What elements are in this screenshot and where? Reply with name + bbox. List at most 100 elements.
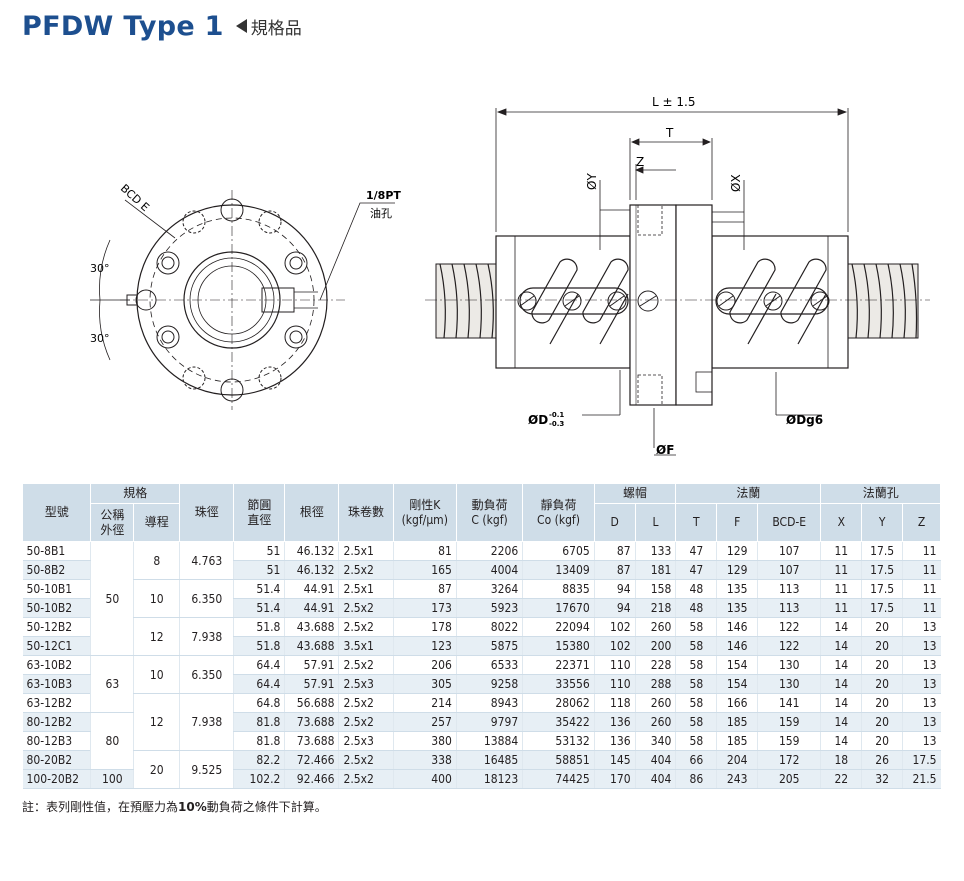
- cell-root: 44.91: [284, 598, 339, 618]
- table-row: 80-20B2 20 9.525 82.2 72.466 2.5x2 338 1…: [22, 750, 941, 789]
- cell-lead: 10: [133, 655, 180, 694]
- cell-stiffness: 81: [392, 541, 457, 561]
- cell-dynamic: 9797: [455, 712, 523, 732]
- cell-model: 63-10B2: [22, 655, 91, 675]
- cell-bcd: 107: [757, 560, 821, 580]
- cell-l: 228: [634, 655, 676, 675]
- cell-stiffness: 173: [392, 598, 457, 618]
- cell-f: 243: [716, 769, 758, 789]
- table-row: 80-12B2 80 81.8 73.688 2.5x2 257 9797 35…: [22, 712, 941, 770]
- cell-dynamic: 16485: [455, 750, 523, 770]
- cell-y: 17.5: [861, 560, 903, 580]
- cell-bcd: 141: [757, 693, 821, 713]
- cell-x: 14: [820, 617, 862, 637]
- footnote-bold: 10%: [178, 800, 207, 814]
- cell-circuits: 2.5x2: [338, 693, 394, 713]
- cell-static: 53132: [522, 731, 595, 751]
- cell-ball-dia: 6.350: [179, 579, 234, 618]
- cell-lead: 12: [133, 693, 180, 751]
- cell-bcd: 113: [757, 579, 821, 599]
- cell-t: 86: [675, 769, 717, 789]
- cell-stiffness: 305: [392, 674, 457, 694]
- cell-root: 57.91: [284, 674, 339, 694]
- cell-pcd: 51.4: [233, 579, 285, 599]
- cell-static: 28062: [522, 693, 595, 713]
- cell-d: 136: [593, 712, 636, 732]
- back-arrow-icon[interactable]: [235, 19, 247, 33]
- header-z: Z: [902, 503, 941, 542]
- cell-pcd: 81.8: [233, 712, 285, 732]
- cell-f: 204: [716, 750, 758, 770]
- header-y: Y: [861, 503, 904, 542]
- cell-bcd: 205: [757, 769, 821, 789]
- cell-nominal-od: 80: [90, 712, 134, 770]
- cell-pcd: 51.8: [233, 636, 285, 656]
- cell-bcd: 130: [757, 655, 821, 675]
- cell-d: 136: [593, 731, 636, 751]
- cell-circuits: 2.5x2: [338, 655, 394, 675]
- cell-x: 14: [820, 693, 862, 713]
- cell-f: 154: [716, 655, 758, 675]
- cell-circuits: 2.5x2: [338, 750, 394, 770]
- header-nominal-od: 公稱 外徑: [90, 503, 135, 542]
- header-x: X: [820, 503, 863, 542]
- cell-static: 22094: [522, 617, 595, 637]
- cell-t: 58: [675, 712, 717, 732]
- cell-root: 56.688: [284, 693, 339, 713]
- page-subtitle: 規格品: [250, 18, 302, 39]
- header-pcd: 節圓 直徑: [233, 483, 286, 542]
- cell-d: 87: [593, 541, 636, 561]
- header-dynamic-load: 動負荷 C (kgf): [455, 483, 524, 542]
- cell-pcd: 64.4: [233, 655, 285, 675]
- cell-y: 17.5: [861, 541, 903, 561]
- f-label: ØF: [656, 443, 674, 457]
- cell-static: 33556: [522, 674, 595, 694]
- cell-x: 22: [820, 769, 862, 789]
- cell-t: 47: [675, 541, 717, 561]
- cell-z: 11: [902, 541, 941, 561]
- cell-t: 58: [675, 617, 717, 637]
- cell-d: 102: [593, 636, 636, 656]
- table-row: 50-10B2 51.4 44.91 2.5x2 173 5923 17670 …: [22, 598, 941, 618]
- cell-z: 17.5: [902, 750, 941, 770]
- cell-root: 44.91: [284, 579, 339, 599]
- header-spec: 規格: [90, 483, 181, 504]
- cell-z: 13: [902, 693, 941, 713]
- cell-root: 46.132: [284, 560, 339, 580]
- cell-static: 6705: [522, 541, 595, 561]
- header-flange: 法蘭: [675, 483, 822, 504]
- cell-l: 404: [634, 769, 676, 789]
- angle-top-label: 30°: [90, 262, 110, 275]
- cell-z: 13: [902, 617, 941, 637]
- table-row: 50-10B1 10 6.350 51.4 44.91 2.5x1 87 326…: [22, 579, 941, 618]
- cell-t: 66: [675, 750, 717, 770]
- cell-model: 80-20B2: [22, 750, 91, 770]
- cell-circuits: 2.5x3: [338, 731, 394, 751]
- cell-bcd: 122: [757, 636, 821, 656]
- cell-y: 20: [861, 617, 903, 637]
- cell-model: 80-12B3: [22, 731, 91, 751]
- cell-x: 11: [820, 560, 862, 580]
- cell-x: 11: [820, 541, 862, 561]
- cell-pcd: 51: [233, 541, 285, 561]
- cell-t: 47: [675, 560, 717, 580]
- cell-l: 260: [634, 693, 676, 713]
- cell-model: 50-8B2: [22, 560, 91, 580]
- cell-x: 14: [820, 731, 862, 751]
- table-row: 50-12B2 12 7.938 51.8 43.688 2.5x2 178 8…: [22, 617, 941, 656]
- cell-t: 58: [675, 655, 717, 675]
- t-label: T: [665, 126, 674, 140]
- cell-stiffness: 206: [392, 655, 457, 675]
- cell-root: 72.466: [284, 750, 339, 770]
- cell-ball-dia: 7.938: [179, 617, 234, 656]
- cell-y: 17.5: [861, 579, 903, 599]
- z-label: Z: [636, 155, 644, 169]
- d-tol-lower: -0.3: [549, 420, 564, 428]
- header-nut: 螺帽: [593, 483, 677, 504]
- cell-lead: 12: [133, 617, 180, 656]
- cell-d: 87: [593, 560, 636, 580]
- d-tol-upper: -0.1: [549, 411, 564, 419]
- header-f: F: [716, 503, 759, 542]
- cell-pcd: 51: [233, 560, 285, 580]
- cell-static: 8835: [522, 579, 595, 599]
